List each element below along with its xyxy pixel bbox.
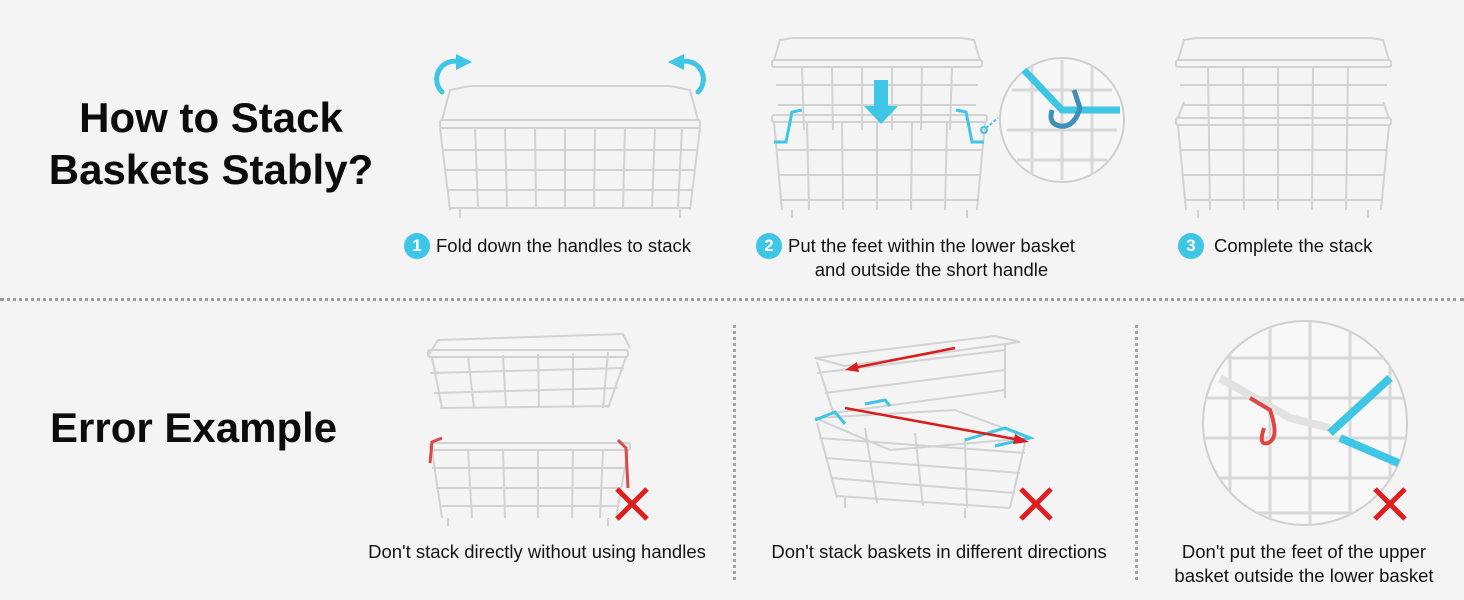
step3-caption: 3 Complete the stack [1178,233,1373,259]
how-to-stack-heading: How to Stack Baskets Stably? [48,94,374,193]
error3-zoom-illustration [1200,318,1410,528]
error3-caption-line1: Don't put the feet of the upper [1181,541,1427,562]
column-divider-1 [733,325,736,580]
step2-text-line2: and outside the short handle [814,259,1049,280]
error1-basket-illustration [418,328,678,538]
step3-number-badge: 3 [1178,233,1204,259]
error-example-heading: Error Example [50,404,338,451]
step1-text: Fold down the handles to stack [436,235,692,256]
error3-caption-line2: basket outside the lower basket [1174,565,1434,586]
step2-number-badge: 2 [756,233,782,259]
step3-text: Complete the stack [1214,235,1373,256]
step1-caption: 1 Fold down the handles to stack [404,233,692,259]
step3-basket-illustration [1168,30,1408,220]
error1-x-icon [614,486,650,522]
error2-caption: Don't stack baskets in different directi… [771,541,1107,562]
step1-number-badge: 1 [404,233,430,259]
error1-caption: Don't stack directly without using handl… [368,541,706,562]
error2-x-icon [1018,486,1054,522]
step2-text-line1: Put the feet within the lower basket [788,235,1075,256]
error3-caption: Don't put the feet of the upper basket o… [1145,540,1463,588]
step2-caption: 2 Put the feet within the lower basket a… [756,233,1075,282]
step1-basket-illustration [420,40,720,225]
error3-x-icon [1372,486,1408,522]
section-divider [0,298,1464,301]
step2-basket-illustration [762,30,1132,230]
column-divider-2 [1135,325,1138,580]
error2-basket-illustration [805,328,1040,528]
